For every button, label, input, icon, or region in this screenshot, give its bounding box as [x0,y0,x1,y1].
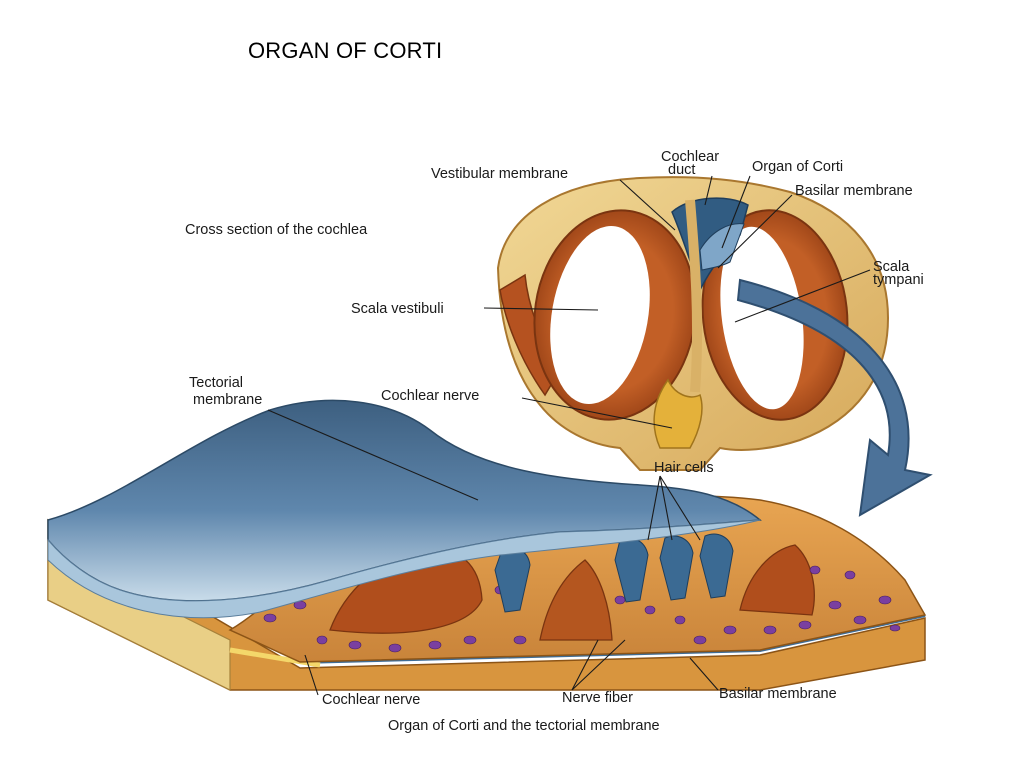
organ-of-corti-detail [47,399,927,691]
caption-cross-section: Cross section of the cochlea [185,222,368,238]
diagram-labels: Cross section of the cochlea Vestibular … [185,149,924,734]
label-cochlear-nerve-top: Cochlear nerve [381,388,479,404]
label-nerve-fiber: Nerve fiber [562,690,633,706]
label-cochlear-nerve-bottom: Cochlear nerve [322,692,420,708]
tectorial-underside [47,519,761,619]
label-organ-of-corti: Organ of Corti [752,159,843,175]
hair-cells [494,533,734,613]
label-scala-vestibuli: Scala vestibuli [351,301,444,317]
modiolus-nerve [653,378,703,449]
cell-nuclei [263,565,901,653]
label-vestibular-membrane: Vestibular membrane [431,166,568,182]
label-tectorial-line1: Tectorial [189,375,243,391]
tunnel-of-corti [539,559,613,641]
outer-chamber [739,544,815,616]
label-cochlear-duct-line2: duct [668,162,695,178]
leader-lines [267,175,871,696]
cochlea-cross-section [496,176,890,471]
page-title: ORGAN OF CORTI [248,38,443,63]
label-scala-tympani-line2: tympani [873,272,924,288]
zoom-arrow [736,278,933,517]
label-basilar-membrane-top: Basilar membrane [795,183,913,199]
scala-vestibuli-lumen [550,225,650,405]
caption-detail: Organ of Corti and the tectorial membran… [388,718,660,734]
label-cochlear-duct-line1: Cochlear [661,149,719,165]
modiolus-septum [685,199,703,393]
scala-tympani-lumen [720,226,804,410]
label-basilar-membrane-bottom: Basilar membrane [719,686,837,702]
label-scala-tympani-line1: Scala [873,259,910,275]
label-hair-cells: Hair cells [654,460,714,476]
label-tectorial-line2: membrane [193,392,262,408]
